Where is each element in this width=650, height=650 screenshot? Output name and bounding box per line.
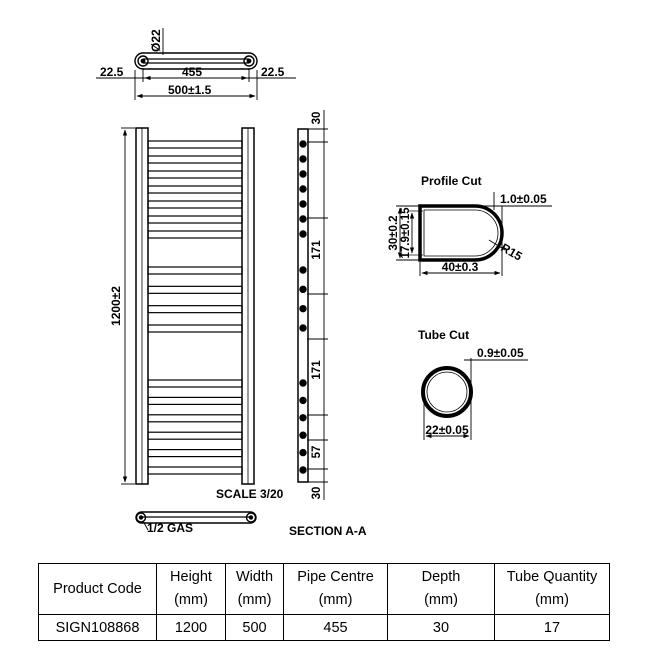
tube-bar — [147, 215, 243, 224]
header-tube-quantity: Tube Quantity(mm) — [494, 563, 610, 615]
tube-end — [299, 431, 307, 439]
right-offset-label: 22.5 — [261, 65, 285, 79]
tube-end — [299, 396, 307, 405]
section-label: SECTION A-A — [289, 524, 367, 538]
tube-cut-drawing — [421, 358, 528, 440]
side-bottom-gap-label: 30 — [311, 487, 323, 500]
cell-product-code: SIGN108868 — [38, 614, 157, 641]
overall-width-label: 500±1.5 — [168, 83, 212, 97]
tube-end — [299, 170, 307, 178]
profile-cut-drawing — [396, 192, 552, 276]
tube-bar — [147, 305, 243, 314]
tube-bar — [147, 414, 243, 423]
bottom-view — [135, 511, 257, 531]
tube-bar — [147, 155, 243, 164]
header-product-code: Product Code — [38, 563, 157, 615]
tube-cut-title: Tube Cut — [418, 328, 469, 342]
tube-end — [299, 324, 307, 332]
profile-wall-label: 1.0±0.05 — [500, 192, 547, 206]
tube-wall-label: 0.9±0.05 — [477, 346, 524, 360]
profile-inner-label: 17.9±0.15 — [400, 207, 412, 259]
tube-end — [299, 185, 307, 193]
profile-width-label: 40±0.3 — [442, 260, 479, 274]
tube-end — [299, 155, 307, 163]
tube-end — [299, 215, 307, 223]
tube-bar — [147, 200, 243, 209]
tube-bar — [147, 285, 243, 294]
header-width: Width(mm) — [225, 563, 284, 615]
tube-bar — [147, 140, 243, 149]
header-height: Height(mm) — [156, 563, 226, 615]
scale-label: SCALE 3/20 — [216, 487, 284, 501]
cell-pipe-centre: 455 — [283, 614, 388, 641]
tube-bar — [147, 396, 243, 405]
left-offset-label: 22.5 — [100, 65, 124, 79]
connection-label: 1/2 GAS — [147, 521, 193, 535]
tube-bar — [147, 324, 243, 333]
profile-height-label: 30±0.2 — [388, 215, 400, 250]
tube-bar — [147, 379, 243, 388]
table-row: SIGN108868 1200 500 455 30 17 — [38, 614, 610, 641]
tube-bar — [147, 230, 243, 239]
front-view — [121, 127, 255, 485]
tube-bar — [147, 185, 243, 194]
tube-end — [299, 466, 307, 474]
spec-table-header-row: Product Code Height(mm) Width(mm) Pipe C… — [38, 563, 610, 615]
profile-radius-label: R15 — [499, 240, 525, 263]
tube-end — [299, 379, 307, 387]
header-pipe-centre: Pipe Centre(mm) — [283, 563, 388, 615]
profile-cut-title: Profile Cut — [421, 174, 482, 188]
tube-end — [299, 448, 307, 457]
side-top-gap-label: 30 — [311, 112, 323, 125]
top-view — [96, 28, 296, 100]
cell-width: 500 — [225, 614, 284, 641]
tube-bar — [147, 266, 243, 275]
tube-bar — [147, 466, 243, 475]
tube-end — [299, 285, 307, 294]
cell-depth: 30 — [387, 614, 495, 641]
centres-label: 455 — [182, 65, 202, 79]
overall-height-label: 1200±2 — [109, 286, 123, 326]
spec-table: Product Code Height(mm) Width(mm) Pipe C… — [38, 563, 610, 641]
tube-end — [299, 414, 307, 422]
tube-end — [299, 140, 307, 148]
side-spacing-1-label: 171 — [311, 240, 323, 260]
tube-end — [299, 304, 307, 313]
tube-diameter-label: 22±0.05 — [425, 423, 469, 437]
tube-bar — [147, 449, 243, 458]
tube-end — [299, 266, 307, 274]
tube-end — [299, 230, 307, 238]
tube-bar — [147, 431, 243, 440]
tube-bar — [147, 170, 243, 179]
header-depth: Depth(mm) — [387, 563, 495, 615]
side-view — [297, 110, 328, 500]
tube-end — [299, 200, 307, 208]
side-spacing-2-label: 171 — [311, 360, 323, 380]
technical-drawing: Ø22 22.5 455 22.5 500±1.5 1200±2 SCALE 3… — [96, 28, 552, 538]
pipe-diameter-label: Ø22 — [149, 29, 163, 52]
cell-height: 1200 — [156, 614, 226, 641]
cell-tube-quantity: 17 — [494, 614, 610, 641]
side-spacing-3-label: 57 — [311, 446, 323, 459]
